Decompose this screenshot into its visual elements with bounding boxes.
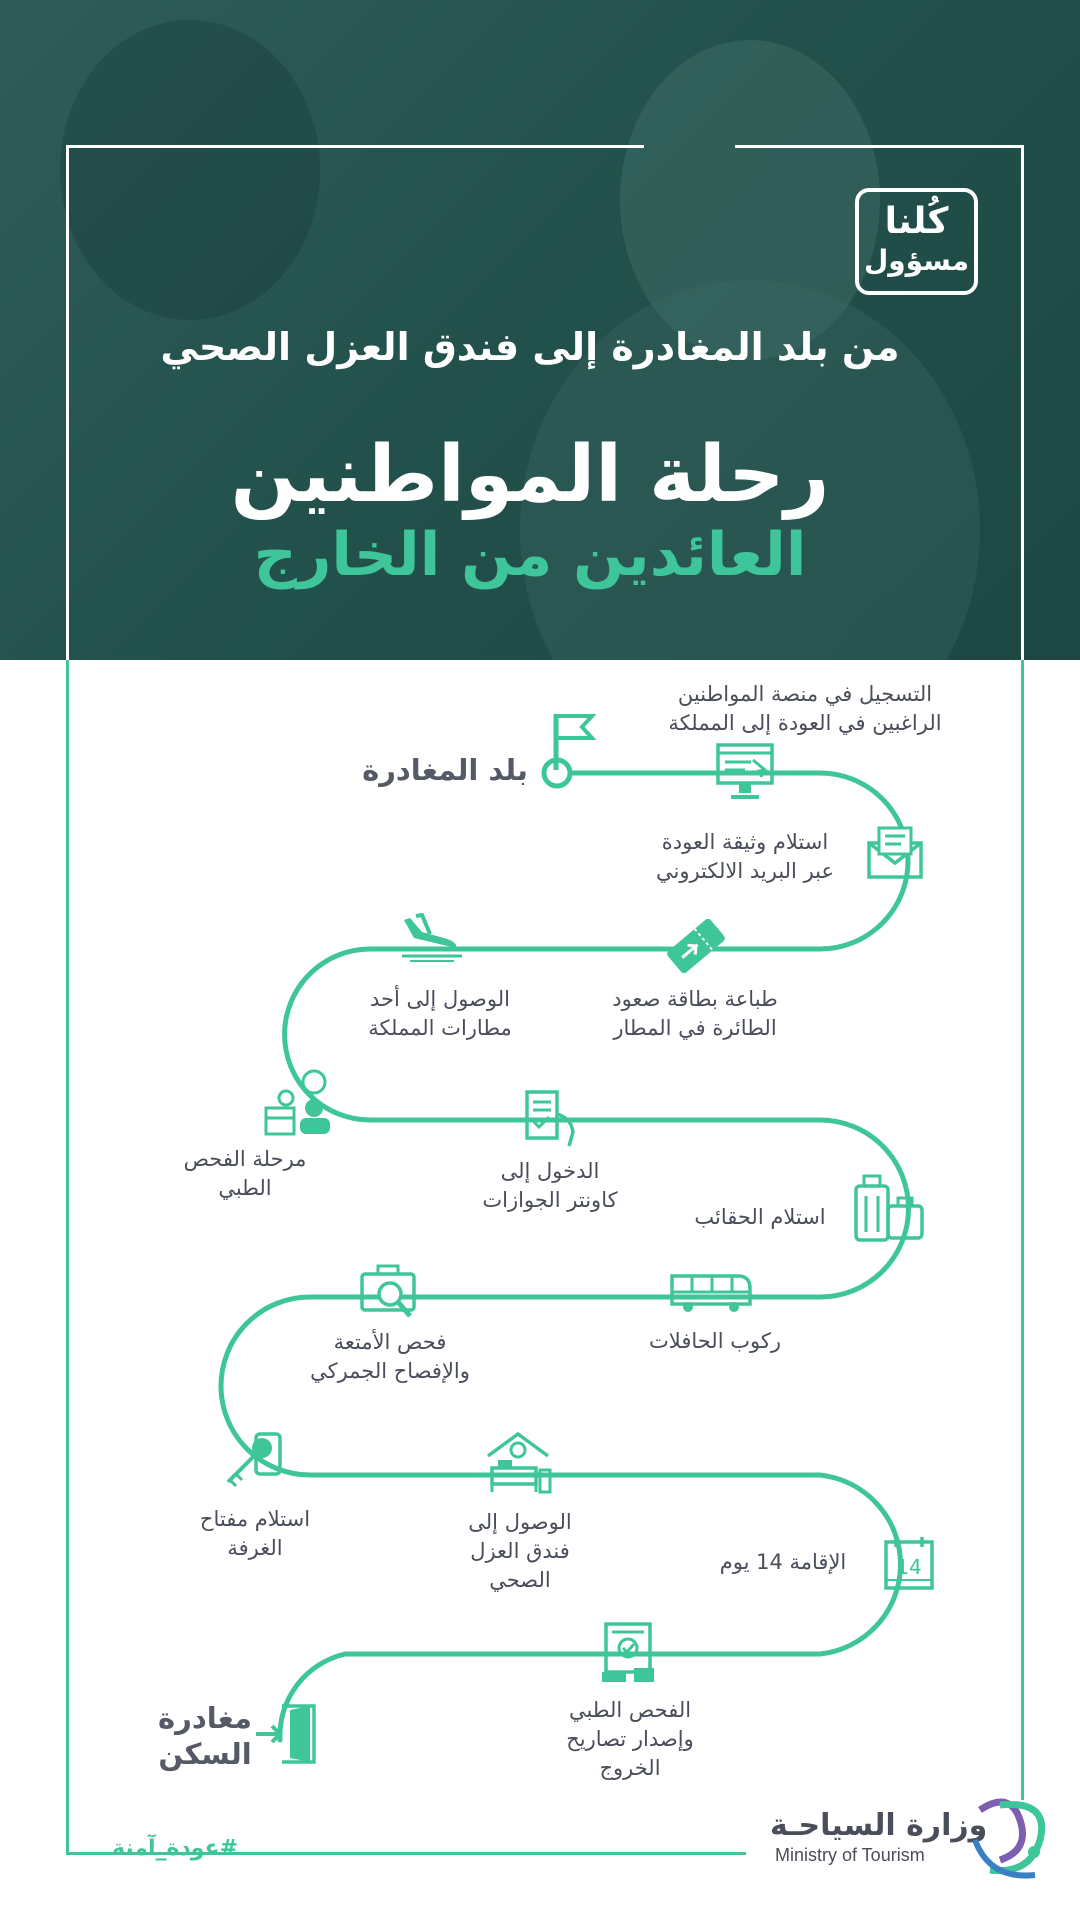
step-label-airport-arrival: الوصول إلى أحد مطارات المملكة: [368, 987, 512, 1040]
computer-icon: [716, 743, 774, 799]
calendar-icon: 14: [884, 1537, 934, 1590]
exit-door-icon: [256, 1704, 316, 1764]
frame-line: [735, 145, 1024, 148]
frame-line: [66, 145, 69, 660]
step-label-medical-check: مرحلة الفحص الطبي: [183, 1147, 307, 1200]
medical-check-icon: [264, 1069, 330, 1136]
calendar-number: 14: [896, 1555, 921, 1579]
step-label-stay: الإقامة 14 يوم: [719, 1550, 847, 1574]
frame-line: [1021, 145, 1024, 660]
step-label-passport-counter: الدخول إلى كاونتر الجوازات: [482, 1159, 618, 1212]
step-label-room-key: استلام مفتاح الغرفة: [199, 1507, 311, 1560]
hotel-icon: [486, 1431, 552, 1494]
hero-banner: [0, 0, 1080, 660]
step-label-baggage-claim: استلام الحقائب: [694, 1205, 826, 1229]
ministry-name-ar: وزارة السياحـة: [770, 1808, 988, 1843]
ministry-name-en: Ministry of Tourism: [775, 1845, 925, 1865]
step-label-registration: التسجيل في منصة المواطنين الراغبين في ال…: [668, 682, 942, 735]
step-label-return-document: استلام وثيقة العودة عبر البريد الالكترون…: [655, 830, 835, 883]
hashtag: #عودة_آمنة: [112, 1836, 239, 1861]
boarding-pass-icon: [667, 918, 725, 974]
frame-line: [1021, 660, 1024, 1800]
frame-line: [66, 145, 644, 148]
certificate-icon: [602, 1622, 654, 1682]
bus-icon: [670, 1274, 752, 1312]
frame-line: [66, 145, 69, 1855]
step-label-customs: فحص الأمتعة والإفصاح الجمركي: [310, 1330, 470, 1383]
step-label-buses: ركوب الحافلات: [649, 1329, 781, 1353]
page-title: رحلة المواطنين: [230, 430, 830, 520]
passport-icon: [525, 1090, 575, 1147]
page-title-highlight: العائدين من الخارج: [253, 520, 807, 590]
logo-line1: كُلنا: [884, 201, 949, 242]
ministry-logo-icon: [972, 1798, 1045, 1879]
airplane-landing-icon: [402, 912, 462, 962]
step-label-leave-housing: مغادرة السكن: [158, 1701, 252, 1771]
envelope-icon: [867, 826, 923, 879]
room-key-icon: [226, 1432, 282, 1488]
step-label-boarding-pass: طباعة بطاقة صعود الطائرة في المطار: [612, 987, 778, 1040]
step-label-exit-permit: الفحص الطبي وإصدار تصاريح الخروج: [566, 1698, 694, 1780]
campaign-logo: كُلنا مسؤول: [855, 188, 978, 295]
hero-photo-figure-right: [620, 40, 880, 360]
hero-photo-body: [520, 280, 980, 660]
step-label-departure: بلد المغادرة: [362, 753, 528, 787]
flag-icon: [553, 714, 597, 770]
logo-line2: مسؤول: [863, 244, 970, 277]
baggage-scan-icon: [360, 1264, 416, 1318]
luggage-icon: [854, 1174, 924, 1242]
hero-photo-figure-left: [60, 20, 320, 320]
frame-line: [66, 1852, 746, 1855]
step-label-hotel-arrival: الوصول إلى فندق العزل الصحي: [468, 1510, 572, 1592]
page-subtitle: من بلد المغادرة إلى فندق العزل الصحي: [160, 325, 900, 369]
